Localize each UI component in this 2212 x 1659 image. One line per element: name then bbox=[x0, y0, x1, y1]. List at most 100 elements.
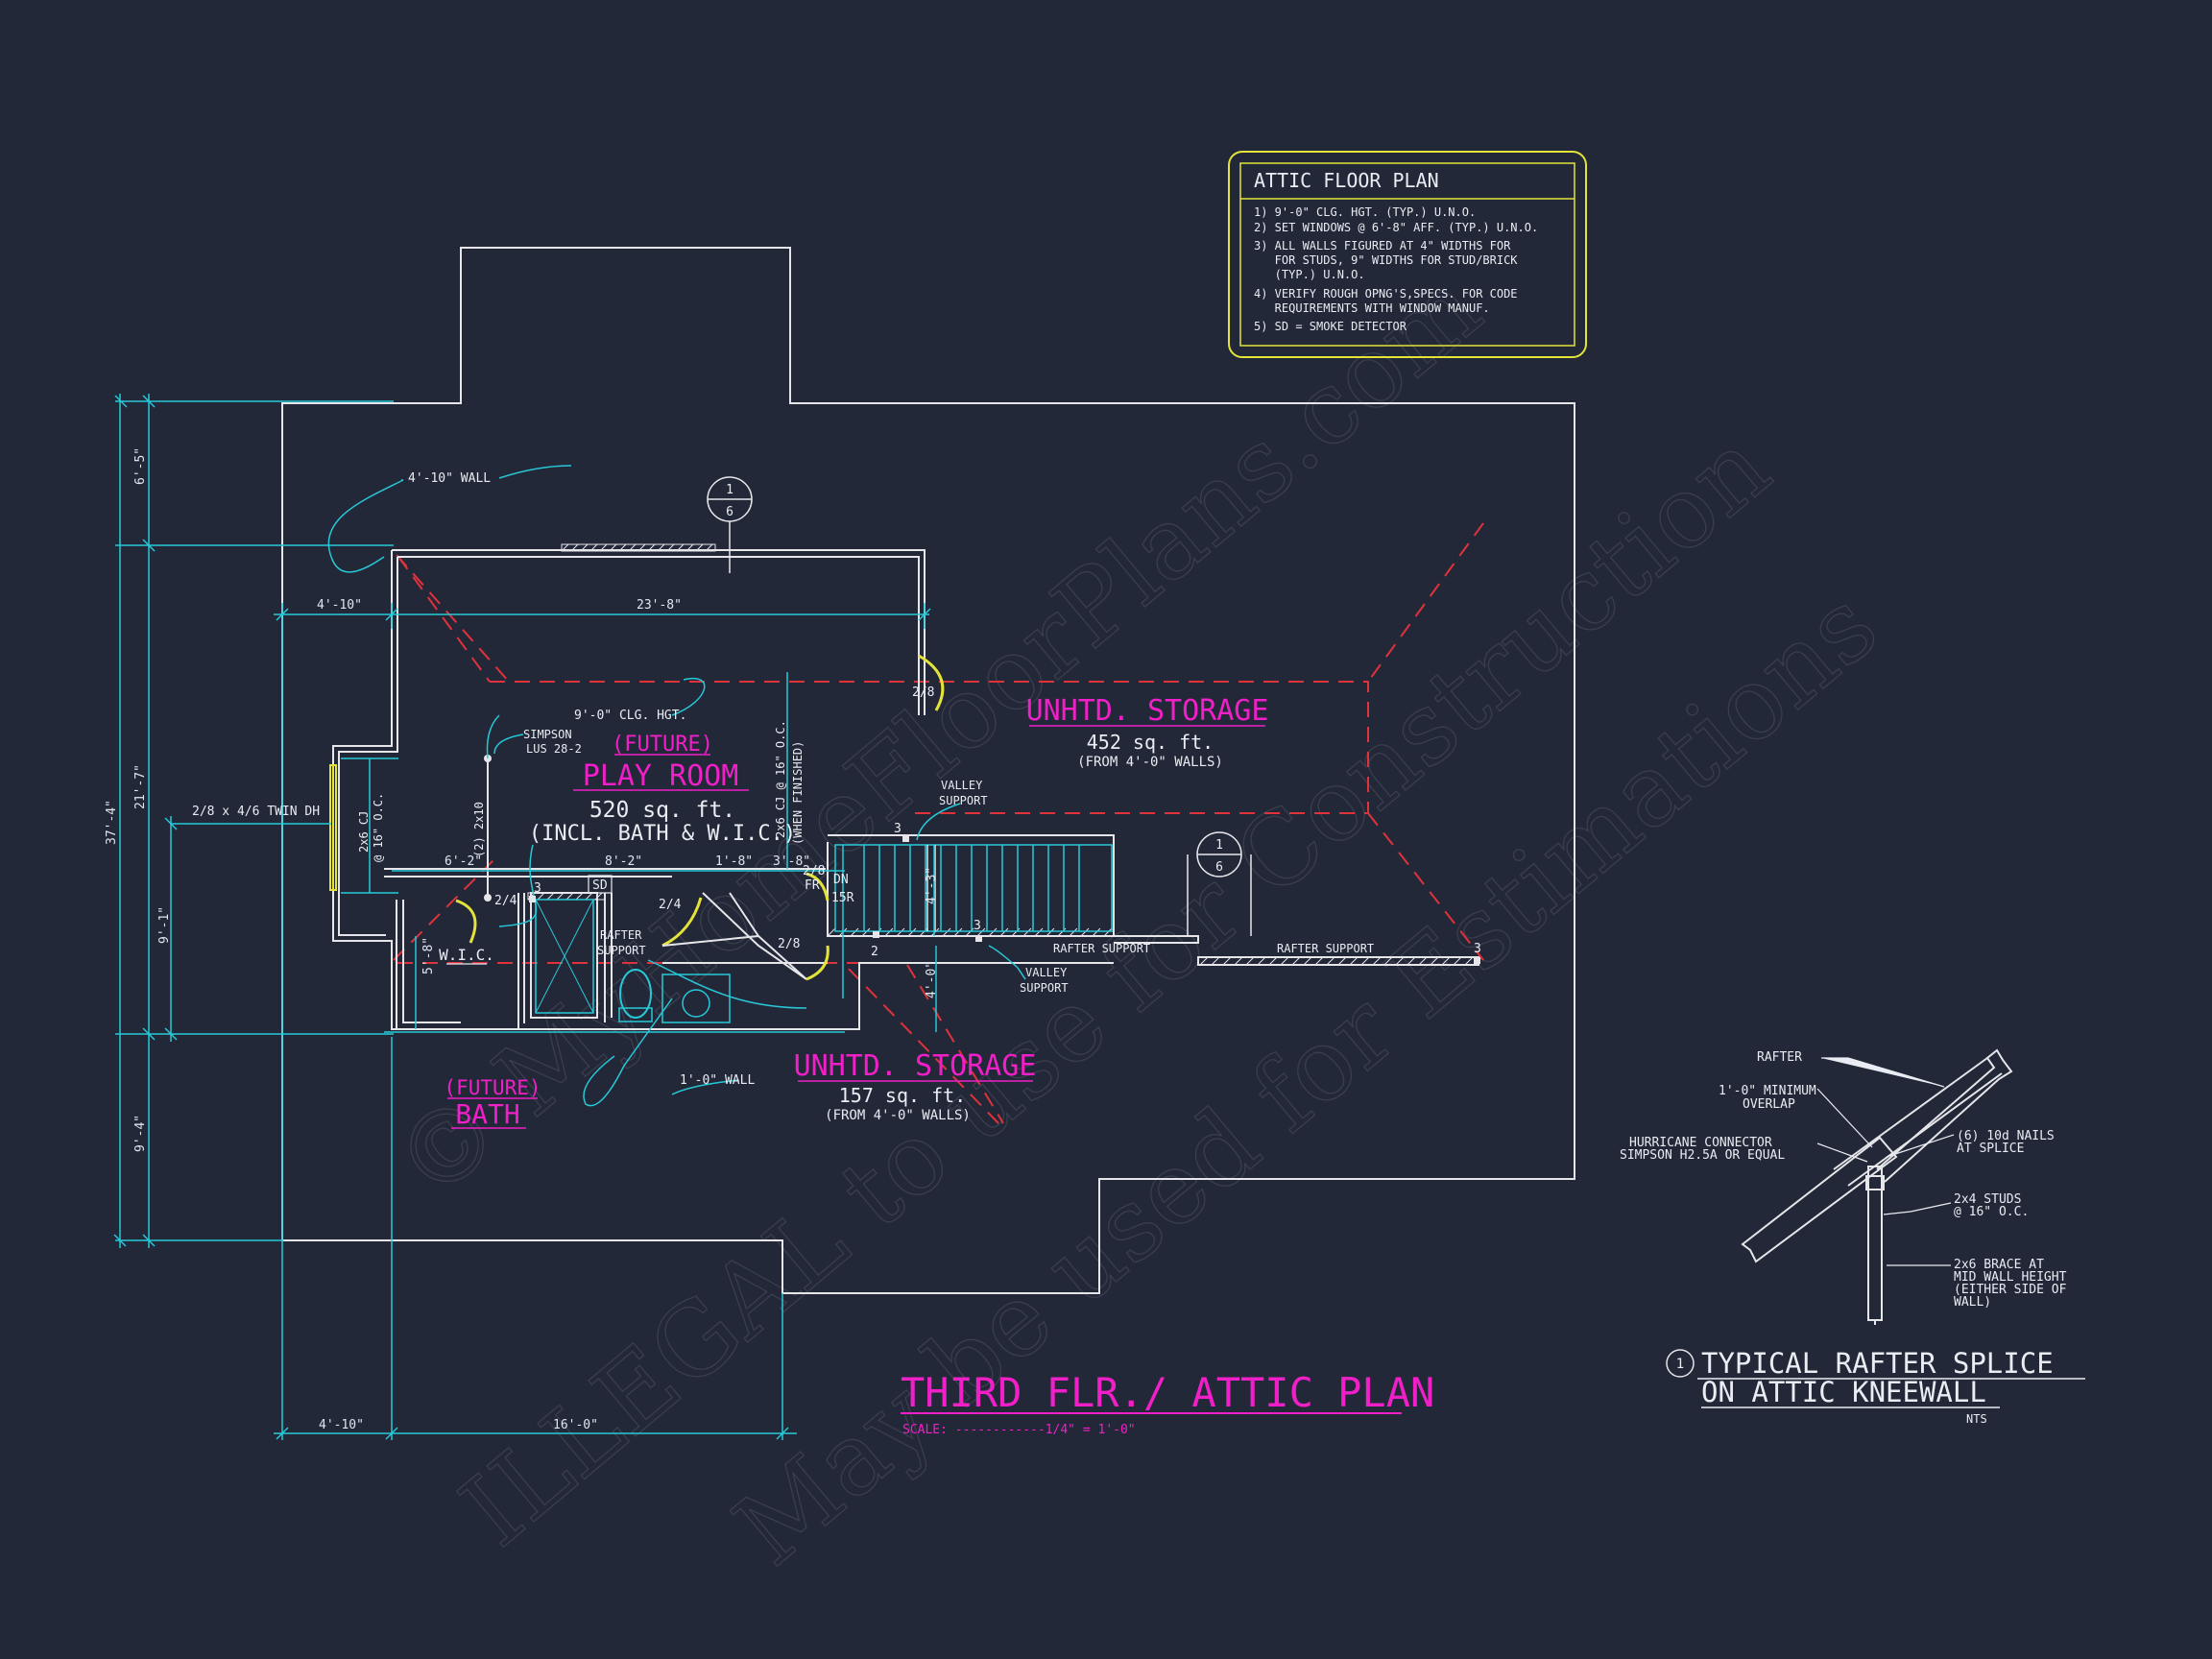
detail-nails-2: AT SPLICE bbox=[1957, 1142, 2024, 1156]
wall-4-10-label: 4'-10" WALL bbox=[408, 471, 491, 486]
dim-16-0: 16'-0" bbox=[553, 1418, 598, 1432]
dim-8-2: 8'-2" bbox=[605, 854, 642, 869]
storage-lower-note: (FROM 4'-0" WALLS) bbox=[825, 1108, 971, 1123]
section-marker-top: 1 6 bbox=[707, 476, 753, 573]
section-marker-right: 1 6 bbox=[1187, 831, 1252, 936]
dim-4-10-top: 4'-10" bbox=[317, 598, 362, 613]
bath-fixtures bbox=[535, 899, 731, 1023]
rafter-support-a: RAFTER bbox=[600, 928, 642, 942]
annotation-labels: 4'-10" WALL 9'-0" CLG. HGT. SIMPSON LUS … bbox=[192, 471, 1481, 1088]
storage-upper-area: 452 sq. ft. bbox=[1087, 731, 1214, 754]
room-labels: (FUTURE) PLAY ROOM 520 sq. ft. (INCL. BA… bbox=[439, 694, 1268, 1130]
bath-label: BATH bbox=[455, 1098, 519, 1130]
notes-line-4: FOR STUDS, 9" WIDTHS FOR STUD/BRICK bbox=[1254, 253, 1518, 267]
storage-upper-label: UNHTD. STORAGE bbox=[1026, 694, 1269, 728]
valley-support-1a: VALLEY bbox=[941, 779, 983, 792]
lus-label: LUS 28-2 bbox=[526, 742, 582, 756]
door-2-8-top: 2/8 bbox=[912, 685, 934, 700]
detail-hurricane-1: HURRICANE CONNECTOR bbox=[1629, 1136, 1772, 1150]
beam-point-bottom bbox=[484, 894, 492, 902]
dim-3-8: 3'-8" bbox=[773, 854, 810, 869]
storage-upper-note: (FROM 4'-0" WALLS) bbox=[1077, 755, 1223, 770]
notes-title: ATTIC FLOOR PLAN bbox=[1254, 169, 1439, 192]
valley-support-2b: SUPPORT bbox=[1020, 981, 1069, 995]
dim-21-7: 21'-7" bbox=[133, 764, 148, 809]
notes-line-8: 5) SD = SMOKE DETECTOR bbox=[1254, 320, 1407, 333]
notes-line-5: (TYP.) U.N.O. bbox=[1254, 268, 1365, 281]
play-room-area: 520 sq. ft. bbox=[589, 798, 735, 823]
title-block: THIRD FLR./ ATTIC PLAN SCALE: ----------… bbox=[901, 1369, 1434, 1437]
wall-1-0-label: 1'-0" WALL bbox=[680, 1073, 755, 1088]
plan-title: THIRD FLR./ ATTIC PLAN bbox=[901, 1369, 1434, 1416]
building-outline bbox=[281, 247, 1575, 1294]
rafter-support-1: RAFTER SUPPORT bbox=[1053, 942, 1150, 955]
rafter-splice-detail: RAFTER 1'-0" MINIMUM OVERLAP HURRICANE C… bbox=[1620, 1048, 2085, 1426]
smoke-detector-label: SD bbox=[592, 878, 608, 893]
notes-line-7: REQUIREMENTS WITH WINDOW MANUF. bbox=[1254, 301, 1490, 315]
roof-hidden-lines bbox=[393, 522, 1484, 1124]
dim-5-8: 5'-8" bbox=[421, 937, 436, 974]
plan-scale: SCALE: ------------1/4" = 1'-0" bbox=[902, 1423, 1136, 1437]
detail-brace-2: MID WALL HEIGHT bbox=[1954, 1270, 2067, 1285]
notes-line-2: 2) SET WINDOWS @ 6'-8" AFF. (TYP.) U.N.O… bbox=[1254, 221, 1538, 234]
cj-center-label-1: 2x6 CJ @ 16" O.C. bbox=[774, 720, 787, 838]
dim-4-10-bottom: 4'-10" bbox=[319, 1418, 364, 1432]
cj-left-label-1: 2x6 CJ bbox=[357, 811, 371, 853]
notes-line-1: 1) 9'-0" CLG. HGT. (TYP.) U.N.O. bbox=[1254, 205, 1476, 219]
dim-1-8: 1'-8" bbox=[715, 854, 753, 869]
twin-dh-label: 2/8 x 4/6 TWIN DH bbox=[192, 805, 320, 819]
section-marker-right-sheet: 6 bbox=[1215, 860, 1223, 875]
detail-brace-4: WALL) bbox=[1954, 1295, 1991, 1310]
section-marker-top-sheet: 6 bbox=[726, 505, 733, 519]
dim-4-0: 4'-0" bbox=[925, 961, 939, 998]
cj-center-label-2: (WHEN FINISHED) bbox=[791, 741, 805, 845]
detail-rafter-label: RAFTER bbox=[1757, 1050, 1802, 1065]
dim-9-1: 9'-1" bbox=[157, 906, 172, 944]
detail-number: 1 bbox=[1676, 1357, 1684, 1372]
attic-notes-box: ATTIC FLOOR PLAN 1) 9'-0" CLG. HGT. (TYP… bbox=[1228, 151, 1587, 358]
leader-lines bbox=[327, 465, 1026, 1107]
detail-overlap-1: 1'-0" MINIMUM bbox=[1719, 1084, 1816, 1098]
notes-line-3: 3) ALL WALLS FIGURED AT 4" WIDTHS FOR bbox=[1254, 239, 1511, 252]
detail-title-line-1: TYPICAL RAFTER SPLICE bbox=[1701, 1347, 2054, 1380]
dimension-lines bbox=[113, 394, 937, 1440]
dim-9-4: 9'-4" bbox=[133, 1115, 148, 1152]
detail-brace-1: 2x6 BRACE AT bbox=[1954, 1258, 2044, 1272]
beam-label: (2) 2x10 bbox=[472, 802, 486, 857]
dimension-labels: 6'-5" 21'-7" 37'-4" 9'-1" 9'-4" 4'-10" 2… bbox=[105, 447, 939, 1432]
section-marker-top-number: 1 bbox=[726, 483, 733, 497]
door-2-8-low: 2/8 bbox=[778, 937, 800, 951]
detail-hurricane-2: SIMPSON H2.5A OR EQUAL bbox=[1620, 1148, 1785, 1163]
detail-studs-2: @ 16" O.C. bbox=[1954, 1205, 2029, 1219]
dim-6-2: 6'-2" bbox=[445, 854, 482, 869]
play-room-future-label: (FUTURE) bbox=[612, 733, 713, 757]
storage-lower-area: 157 sq. ft. bbox=[839, 1084, 966, 1107]
stair-dn-label: DN bbox=[833, 873, 849, 887]
storage-lower-label: UNHTD. STORAGE bbox=[794, 1049, 1037, 1083]
play-room-inclusion: (INCL. BATH & W.I.C.) bbox=[529, 822, 796, 846]
door-2-4-mid: 2/4 bbox=[659, 898, 682, 912]
cj-left-label-2: @ 16" O.C. bbox=[372, 793, 385, 862]
dim-23-8: 23'-8" bbox=[637, 598, 682, 613]
dim-37-4: 37'-4" bbox=[105, 800, 119, 845]
rafter-support-b: SUPPORT bbox=[597, 944, 646, 957]
bath-future-label: (FUTURE) bbox=[444, 1076, 541, 1099]
detail-overlap-2: OVERLAP bbox=[1743, 1097, 1795, 1112]
support-points bbox=[529, 835, 1480, 964]
point-number-3a: 3 bbox=[894, 822, 902, 836]
stair-15r-label: 15R bbox=[831, 891, 854, 905]
play-room-label: PLAY ROOM bbox=[583, 759, 739, 793]
point-number-2: 2 bbox=[871, 945, 878, 959]
detail-studs-1: 2x4 STUDS bbox=[1954, 1192, 2021, 1207]
detail-nails-1: (6) 10d NAILS bbox=[1957, 1129, 2055, 1143]
simpson-label: SIMPSON bbox=[523, 728, 572, 741]
stair-treads bbox=[834, 844, 1113, 932]
point-number-3b: 3 bbox=[534, 881, 541, 896]
dim-4-3: 4'-3" bbox=[925, 867, 939, 904]
valley-support-2a: VALLEY bbox=[1025, 966, 1068, 979]
section-marker-right-number: 1 bbox=[1215, 838, 1223, 853]
door-fr-label: FR bbox=[805, 878, 820, 893]
door-2-4-left: 2/4 bbox=[494, 894, 517, 908]
door-swings bbox=[329, 654, 945, 981]
